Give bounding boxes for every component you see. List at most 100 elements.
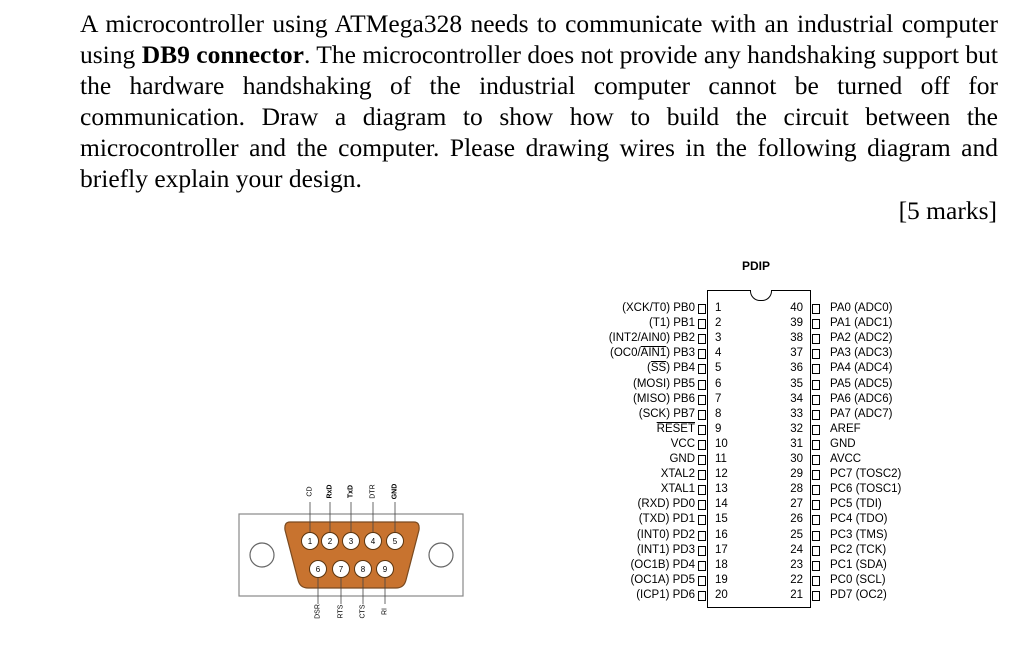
chip-pin-number: 1 — [715, 302, 722, 314]
db9-pin-number: 3 — [349, 537, 354, 546]
db9-pin-number: 1 — [308, 537, 313, 546]
db9-label-txd: TxD — [347, 484, 355, 499]
chip-pin-name: XTAL2 — [660, 468, 695, 481]
db9-pin-number: 7 — [339, 565, 344, 574]
chip-pin-box — [698, 560, 706, 571]
question-bold: DB9 connector — [141, 40, 304, 69]
chip-pin-number: 31 — [790, 437, 803, 450]
chip-pin-number: 6 — [715, 377, 722, 390]
chip-pin-name: PC2 (TCK) — [830, 543, 887, 556]
db9-pin-1 — [301, 532, 319, 550]
db9-pin-5 — [386, 532, 404, 550]
chip-pin-box — [698, 349, 706, 360]
chip-pin-box — [698, 379, 706, 390]
chip-pin-name: PC6 (TOSC1) — [830, 483, 902, 496]
chip-pin-box — [812, 349, 820, 360]
chip-pin-name: VCC — [670, 437, 695, 450]
chip-pin-number: 29 — [790, 468, 803, 481]
chip-pin-number: 15 — [715, 513, 728, 526]
chip-pin-name: (TXD) PD1 — [638, 513, 695, 526]
chip-pin-number: 25 — [790, 528, 803, 541]
chip-pin-number: 7 — [715, 392, 722, 405]
chip-pin-box — [812, 334, 820, 345]
chip-pin-number: 26 — [790, 513, 803, 526]
db9-label-dtr: DTR — [369, 484, 377, 499]
db9-pin-7 — [332, 560, 350, 578]
db9-label-rxd: RxD — [326, 484, 334, 499]
chip-pin-name: (MISO) PB6 — [633, 392, 695, 405]
chip-pin-name: AREF — [830, 422, 861, 435]
chip-pin-box — [698, 575, 706, 586]
chip-pin-number: 27 — [790, 498, 803, 511]
chip-pin-box — [698, 500, 706, 511]
chip-pin-name: PA1 (ADC1) — [830, 317, 893, 330]
chip-pin-box — [812, 560, 820, 571]
chip-pin-number: 9 — [715, 422, 722, 435]
db9-pin-number: 9 — [383, 565, 388, 574]
chip-pin-box — [812, 319, 820, 330]
db9-pin-6 — [309, 560, 327, 578]
chip-pin-number: 36 — [790, 362, 803, 375]
chip-pin-number: 38 — [790, 332, 803, 345]
pdip-chip — [707, 289, 811, 608]
chip-pin-number: 24 — [790, 543, 803, 556]
chip-pin-name: PA3 (ADC3) — [830, 347, 893, 360]
chip-pin-box — [812, 424, 820, 435]
chip-pin-name: RESET — [656, 422, 695, 435]
chip-pin-number: 20 — [715, 588, 728, 601]
chip-pin-box — [812, 455, 820, 465]
chip-pin-number: 3 — [715, 332, 722, 345]
chip-pin-name: PC3 (TMS) — [830, 528, 888, 541]
chip-pin-box — [698, 515, 706, 526]
chip-pin-box — [698, 530, 706, 541]
chip-pin-name: PC0 (SCL) — [830, 573, 886, 586]
chip-pin-box — [812, 470, 820, 481]
chip-pin-number: 14 — [715, 498, 728, 511]
chip-pin-number: 12 — [715, 468, 728, 481]
chip-pin-number: 35 — [790, 377, 803, 390]
chip-notch — [750, 289, 772, 301]
chip-pin-number: 10 — [715, 437, 728, 450]
mount-hole-right — [428, 542, 454, 568]
db9-label-ri: RI — [381, 608, 389, 615]
chip-pin-name: (OC1B) PD4 — [630, 558, 695, 571]
chip-pin-name: PA0 (ADC0) — [830, 302, 893, 314]
chip-pin-name: PA2 (ADC2) — [830, 332, 893, 345]
chip-pin-box — [812, 590, 820, 601]
chip-pin-box — [698, 470, 706, 481]
chip-pin-box — [698, 394, 706, 405]
db9-pin-2 — [321, 532, 339, 550]
db9-pin-3 — [342, 532, 360, 550]
chip-pin-box — [812, 394, 820, 405]
chip-pin-box — [698, 304, 706, 314]
chip-pin-box — [698, 439, 706, 450]
chip-pin-number: 39 — [790, 317, 803, 330]
chip-pin-name: (RXD) PD0 — [637, 498, 695, 511]
chip-pin-name: PA6 (ADC6) — [830, 392, 893, 405]
db9-pin-number: 6 — [316, 565, 321, 574]
chip-pin-name: (ICP1) PD6 — [636, 588, 695, 601]
chip-pin-box — [812, 304, 820, 314]
chip-title: PDIP — [742, 259, 771, 273]
chip-pin-name: AVCC — [830, 453, 862, 465]
chip-pin-name: PC5 (TDI) — [830, 498, 882, 511]
db9-label-rts: RTS — [337, 604, 345, 619]
db9-label-gnd: GND — [391, 483, 399, 500]
db9-pin-9 — [376, 560, 394, 578]
chip-pin-box — [812, 439, 820, 450]
chip-pin-name: (MOSI) PB5 — [633, 377, 695, 390]
chip-pin-number: 8 — [715, 407, 722, 420]
chip-pin-box — [698, 334, 706, 345]
chip-pin-name: (T1) PB1 — [648, 317, 695, 330]
db9-pin-number: 5 — [393, 537, 398, 546]
chip-pin-box — [812, 485, 820, 496]
db9-label-cd: CD — [306, 486, 314, 497]
chip-pin-number: 32 — [790, 422, 803, 435]
chip-pin-name: PC1 (SDA) — [830, 558, 887, 571]
chip-pin-name: (INT0) PD2 — [636, 528, 695, 541]
chip-pin-name: PC4 (TDO) — [830, 513, 888, 526]
chip-pin-box — [698, 364, 706, 375]
chip-pin-name: XTAL1 — [660, 483, 695, 496]
chip-pin-name: PA7 (ADC7) — [830, 407, 893, 420]
